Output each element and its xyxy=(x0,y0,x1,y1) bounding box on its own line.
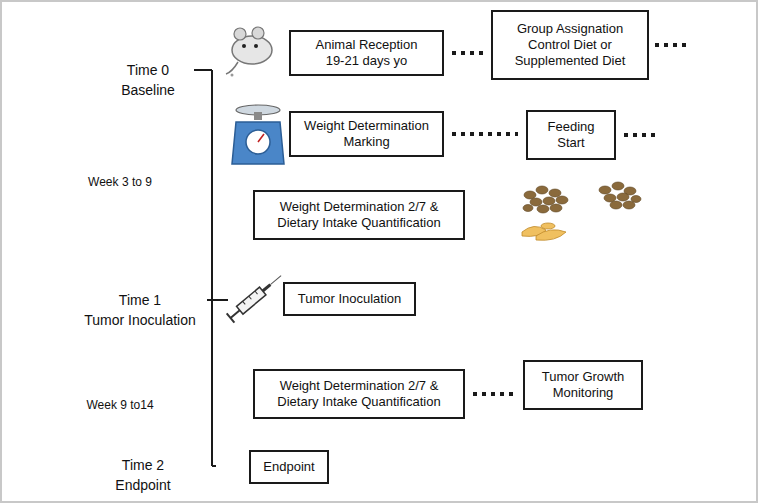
process-box: Tumor Growth Monitoring xyxy=(523,360,643,410)
box-text: Weight Determination 2/7 & Dietary Intak… xyxy=(267,199,451,231)
box-text: Feeding Start xyxy=(540,119,602,151)
process-box: Tumor Inoculation xyxy=(283,282,416,316)
process-box: Feeding Start xyxy=(526,110,616,160)
timeline-label: Time 2 xyxy=(122,457,164,474)
box-text: Group Assignation Control Diet or Supple… xyxy=(506,21,634,69)
process-box: Endpoint xyxy=(249,450,329,484)
box-text: Tumor Growth Monitoring xyxy=(534,369,632,401)
process-box: Weight Determination Marking xyxy=(289,111,444,157)
dotted-connector xyxy=(452,134,518,135)
dotted-connector xyxy=(473,394,515,395)
box-text: Animal Reception 19-21 days yo xyxy=(308,37,426,69)
box-text: Tumor Inoculation xyxy=(298,291,402,307)
timeline-label: Week 3 to 9 xyxy=(88,174,152,191)
box-text: Weight Determination 2/7 & Dietary Intak… xyxy=(267,378,451,410)
timeline-label: Time 1 xyxy=(119,292,161,309)
box-text: Weight Determination Marking xyxy=(298,118,436,150)
scale-icon xyxy=(232,105,284,164)
dotted-connector xyxy=(452,53,483,54)
supplement-chips xyxy=(522,223,566,240)
food-pellets xyxy=(523,182,641,213)
box-text: Endpoint xyxy=(263,459,314,475)
timeline-label: Tumor Inoculation xyxy=(84,312,196,329)
timeline-label: Baseline xyxy=(121,82,175,99)
process-box: Animal Reception 19-21 days yo xyxy=(289,30,444,76)
timeline-label: Endpoint xyxy=(115,477,170,494)
mouse-icon xyxy=(226,27,272,77)
timeline-label: Time 0 xyxy=(127,62,169,79)
process-box: Weight Determination 2/7 & Dietary Intak… xyxy=(253,369,465,419)
timeline xyxy=(194,70,228,466)
process-box: Weight Determination 2/7 & Dietary Intak… xyxy=(253,190,465,240)
timeline-label: Week 9 to14 xyxy=(86,397,153,414)
syringe-icon xyxy=(227,271,285,323)
process-box: Group Assignation Control Diet or Supple… xyxy=(491,10,649,80)
